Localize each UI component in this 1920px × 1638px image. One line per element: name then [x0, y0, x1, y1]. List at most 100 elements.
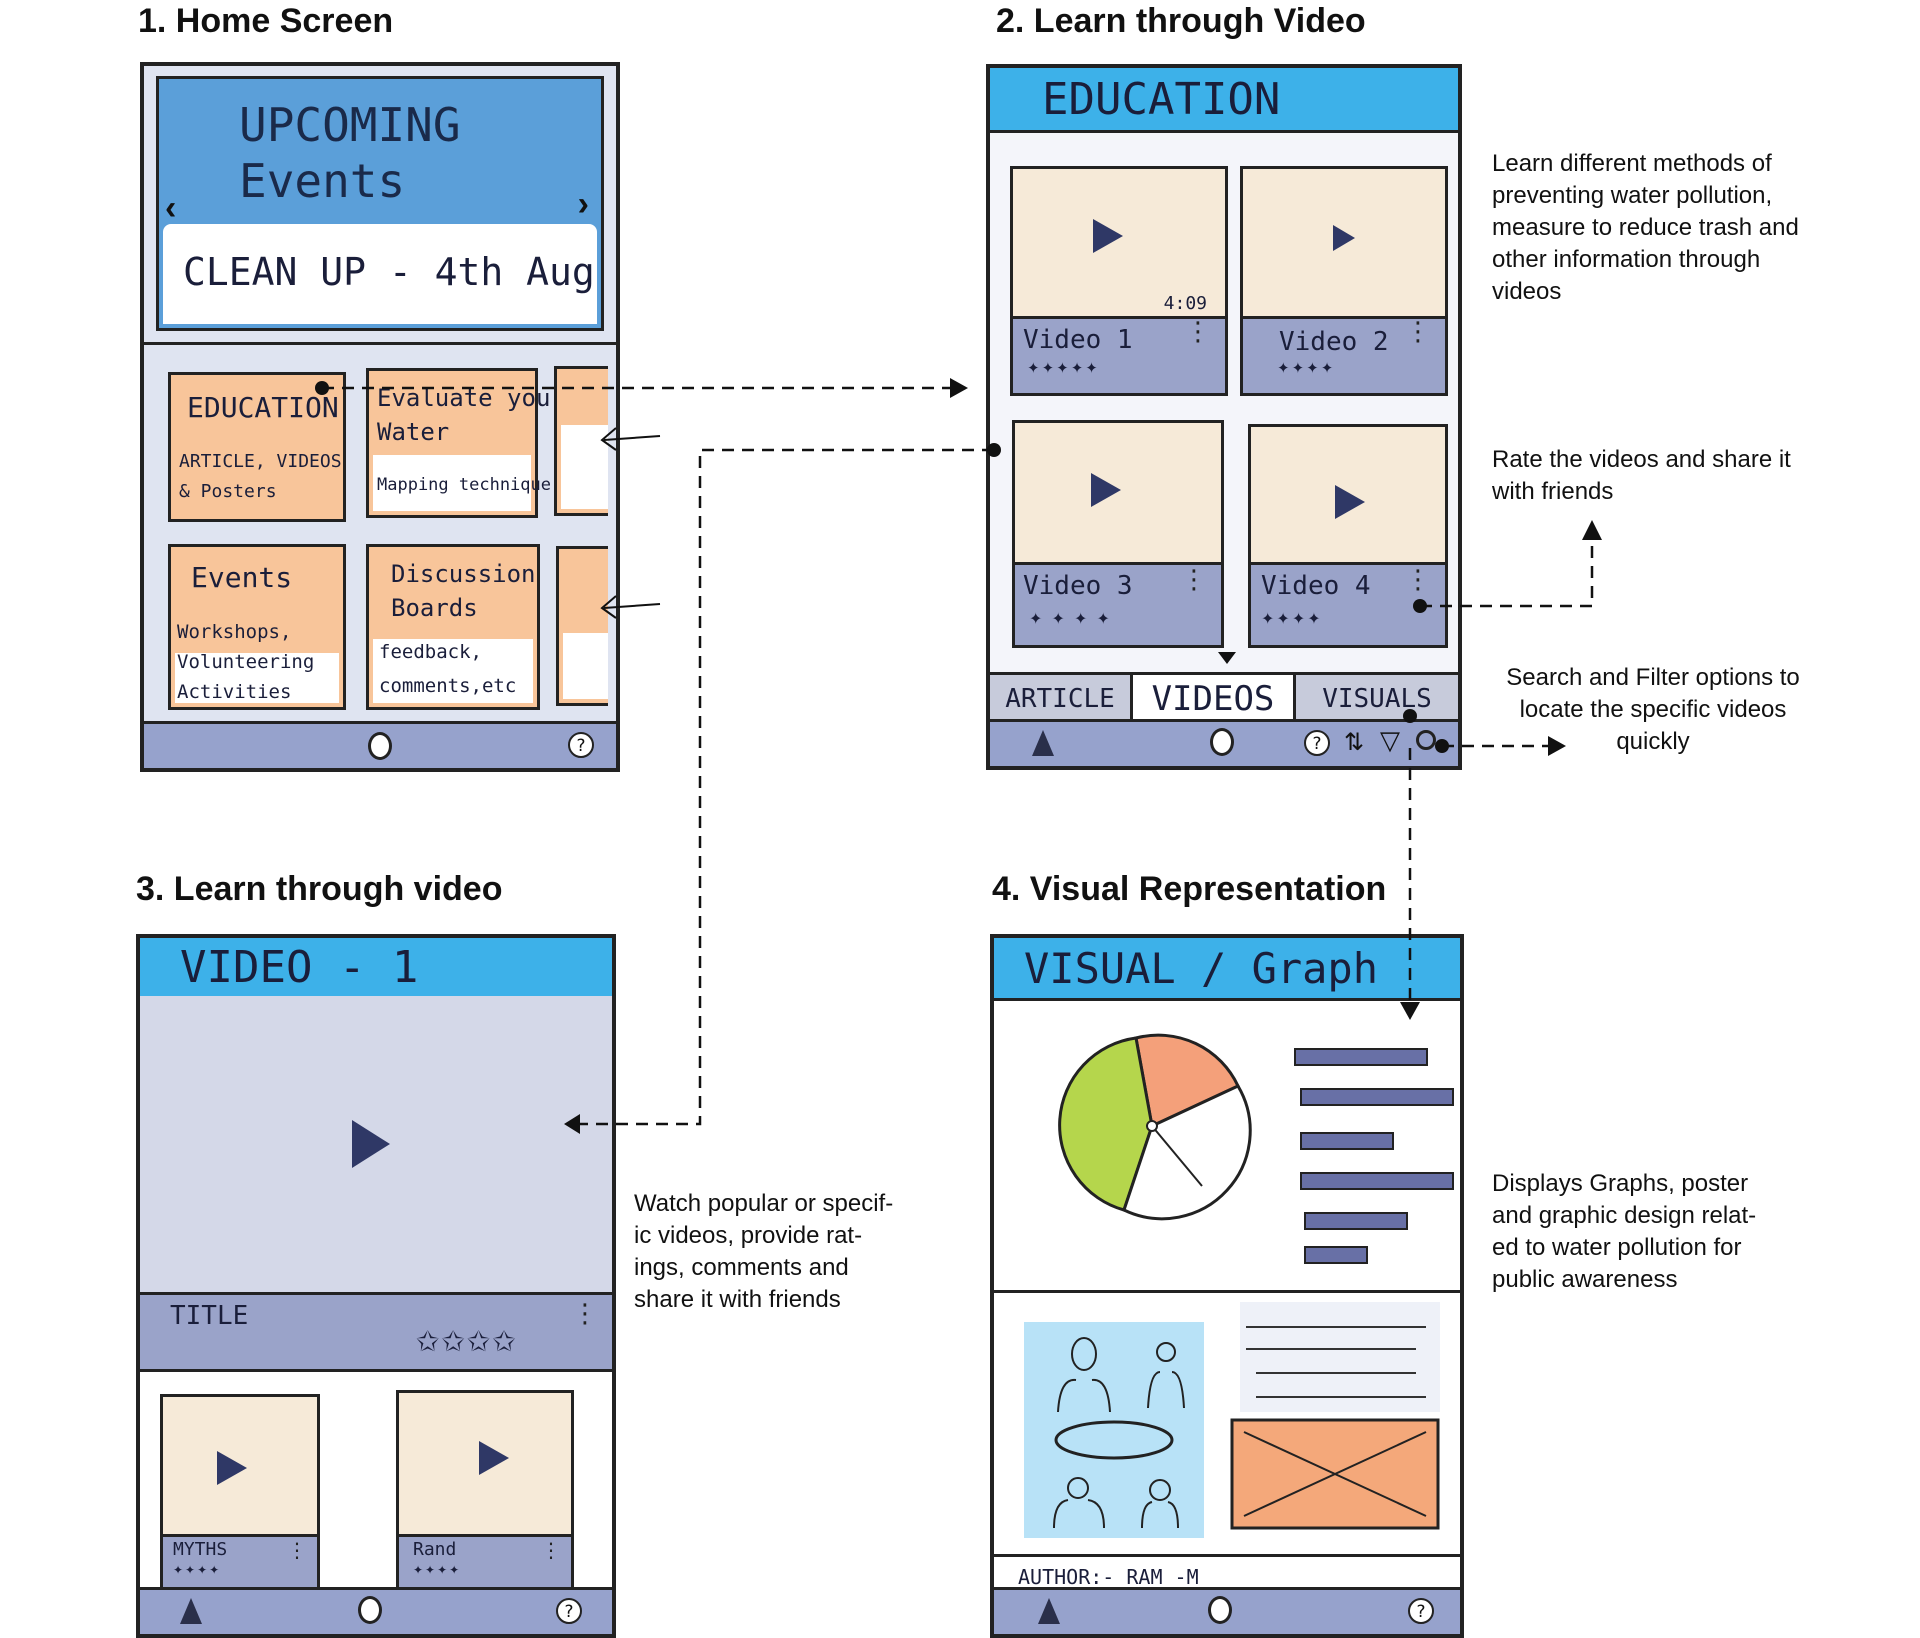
tile-more-white — [561, 425, 608, 509]
tile-education[interactable]: EDUCATION ARTICLE, VIDEOS & Posters — [168, 372, 346, 522]
banner-next-arrow[interactable]: › — [577, 185, 589, 223]
related-video-1-rating[interactable]: ✦✦✦✦ — [173, 1563, 222, 1577]
help-icon[interactable]: ? — [568, 732, 594, 758]
play-icon[interactable] — [1091, 473, 1121, 507]
author-bar: AUTHOR:- RAM -M — [994, 1554, 1460, 1601]
video-card-4[interactable]: Video 4 ✦✦✦✦ ⋮ — [1248, 424, 1448, 648]
video-1-rating[interactable]: ✦✦✦✦✦ — [1027, 359, 1100, 377]
help-icon[interactable]: ? — [556, 1598, 582, 1624]
home-button-icon[interactable] — [1208, 1596, 1232, 1624]
scroll-down-icon[interactable] — [1218, 652, 1236, 664]
swipe-arrow — [600, 427, 661, 451]
sort-icon[interactable]: ⇅ — [1344, 728, 1365, 756]
arrowhead — [1400, 1002, 1420, 1020]
play-icon[interactable] — [352, 1120, 390, 1168]
notification-icon[interactable] — [1038, 1598, 1060, 1624]
related-video-2-rating[interactable]: ✦✦✦✦ — [413, 1563, 462, 1577]
play-icon[interactable] — [1093, 219, 1123, 253]
visual-navbar: ? — [994, 1587, 1460, 1634]
tile-events-sub: Workshops, Volunteering Activities — [177, 621, 315, 703]
swipe-arrow — [600, 595, 661, 619]
tile-evaluate-sub: Mapping technique — [377, 475, 551, 495]
education-header: EDUCATION — [990, 68, 1458, 133]
video-title-bar: TITLE ✩✩✩✩ ⋮ — [140, 1292, 612, 1372]
video-2-rating[interactable]: ✦✦✦✦ — [1277, 359, 1336, 377]
tile-education-title: EDUCATION — [187, 391, 339, 424]
education-screen-frame: EDUCATION 4:09 Video 1 ✦✦✦✦✦ ⋮ Video 2 ✦… — [986, 64, 1462, 770]
arrowhead — [1548, 736, 1566, 756]
play-icon[interactable] — [1333, 225, 1355, 251]
play-icon[interactable] — [1335, 485, 1365, 519]
note-learn-methods: Learn different methods of preventing wa… — [1492, 150, 1799, 305]
related-video-2[interactable]: Rand ✦✦✦✦ ⋮ — [396, 1390, 574, 1590]
image-placeholder[interactable] — [1230, 1418, 1440, 1530]
bar-5 — [1304, 1212, 1408, 1230]
help-icon[interactable]: ? — [1408, 1598, 1434, 1624]
author-text: AUTHOR:- RAM -M — [1018, 1565, 1199, 1589]
arrowhead — [1582, 520, 1602, 540]
related-video-1-label: MYTHS — [173, 1539, 228, 1560]
home-button-icon[interactable] — [1210, 728, 1234, 756]
search-icon[interactable] — [1416, 730, 1436, 750]
play-icon[interactable] — [479, 1441, 509, 1475]
notification-icon[interactable] — [1032, 730, 1054, 756]
bar-6 — [1304, 1246, 1368, 1264]
video-player[interactable] — [140, 996, 612, 1292]
banner-event-card[interactable]: CLEAN UP - 4th Aug — [163, 224, 597, 324]
title-learn-video-detail: 3. Learn through video — [136, 870, 503, 908]
people-poster[interactable] — [1024, 1322, 1204, 1538]
home-button-icon[interactable] — [368, 732, 392, 760]
pie-slice-orange — [1134, 1033, 1240, 1129]
home-button-icon[interactable] — [358, 1596, 382, 1624]
video-card-3[interactable]: Video 3 ✦ ✦ ✦ ✦ ⋮ — [1012, 420, 1224, 648]
video-detail-header-text: VIDEO - 1 — [180, 942, 419, 993]
video-4-rating[interactable]: ✦✦✦✦ — [1261, 609, 1323, 628]
tile-more-row2[interactable] — [556, 546, 608, 706]
tile-education-sub: ARTICLE, VIDEOS & Posters — [179, 451, 342, 502]
visual-header-text: VISUAL / Graph — [1024, 944, 1379, 993]
notification-icon[interactable] — [180, 1598, 202, 1624]
visual-divider — [994, 1290, 1460, 1293]
video-2-bar: Video 2 ✦✦✦✦ ⋮ — [1243, 316, 1445, 393]
tile-more-row1[interactable] — [554, 366, 608, 516]
visual-screen-frame: VISUAL / Graph — [990, 934, 1464, 1638]
divider — [144, 342, 616, 345]
title-visual-representation: 4. Visual Representation — [992, 870, 1387, 908]
bar-4 — [1300, 1172, 1454, 1190]
tab-videos[interactable]: VIDEOS — [1133, 675, 1296, 727]
bar-1 — [1294, 1048, 1428, 1066]
arrowhead — [564, 1114, 580, 1134]
filter-icon[interactable]: ▽ — [1380, 726, 1400, 756]
note-search-filter: Search and Filter options to locate the … — [1506, 664, 1800, 755]
note-rate-share: Rate the videos and share it with friend… — [1492, 446, 1791, 505]
note-watch: Watch popular or specif- ic videos, prov… — [634, 1190, 894, 1313]
tile-evaluate-water[interactable]: Evaluate your Water Mapping technique — [366, 368, 565, 518]
tab-article[interactable]: ARTICLE — [990, 675, 1133, 727]
tile-discussion[interactable]: Discussion Boards feedback, comments,etc — [366, 544, 540, 710]
video-card-2[interactable]: Video 2 ✦✦✦✦ ⋮ — [1240, 166, 1448, 396]
video-3-bar: Video 3 ✦ ✦ ✦ ✦ ⋮ — [1015, 562, 1221, 645]
tab-visuals[interactable]: VISUALS — [1296, 675, 1458, 727]
tile-discussion-title: Discussion Boards — [391, 560, 536, 622]
tile-events-white — [175, 653, 339, 703]
title-learn-through-video: 2. Learn through Video — [996, 2, 1366, 40]
video-rating[interactable]: ✩✩✩✩ — [416, 1325, 518, 1358]
education-navbar: ? ⇅ ▽ — [990, 719, 1458, 766]
tile-discussion-sub: feedback, comments,etc — [379, 641, 517, 697]
related-video-2-label: Rand — [413, 1539, 457, 1560]
tile-events[interactable]: Events Workshops, Volunteering Activitie… — [168, 544, 346, 710]
bar-3 — [1300, 1132, 1394, 1150]
pie-slice-white — [1122, 1084, 1252, 1221]
video-card-1[interactable]: 4:09 Video 1 ✦✦✦✦✦ ⋮ — [1010, 166, 1228, 396]
play-icon[interactable] — [217, 1451, 247, 1485]
video-3-rating[interactable]: ✦ ✦ ✦ ✦ — [1029, 609, 1112, 628]
banner-prev-arrow[interactable]: ‹ — [165, 189, 177, 227]
help-icon[interactable]: ? — [1304, 730, 1330, 756]
video-1-duration: 4:09 — [1163, 293, 1207, 314]
related-video-1[interactable]: MYTHS ✦✦✦✦ ⋮ — [160, 1394, 320, 1590]
events-banner[interactable]: UPCOMING Events ‹ › CLEAN UP - 4th Aug — [156, 76, 604, 331]
bar-2 — [1300, 1088, 1454, 1106]
pie-chart[interactable] — [1052, 1026, 1252, 1246]
video-4-label: Video 4 — [1261, 571, 1371, 601]
